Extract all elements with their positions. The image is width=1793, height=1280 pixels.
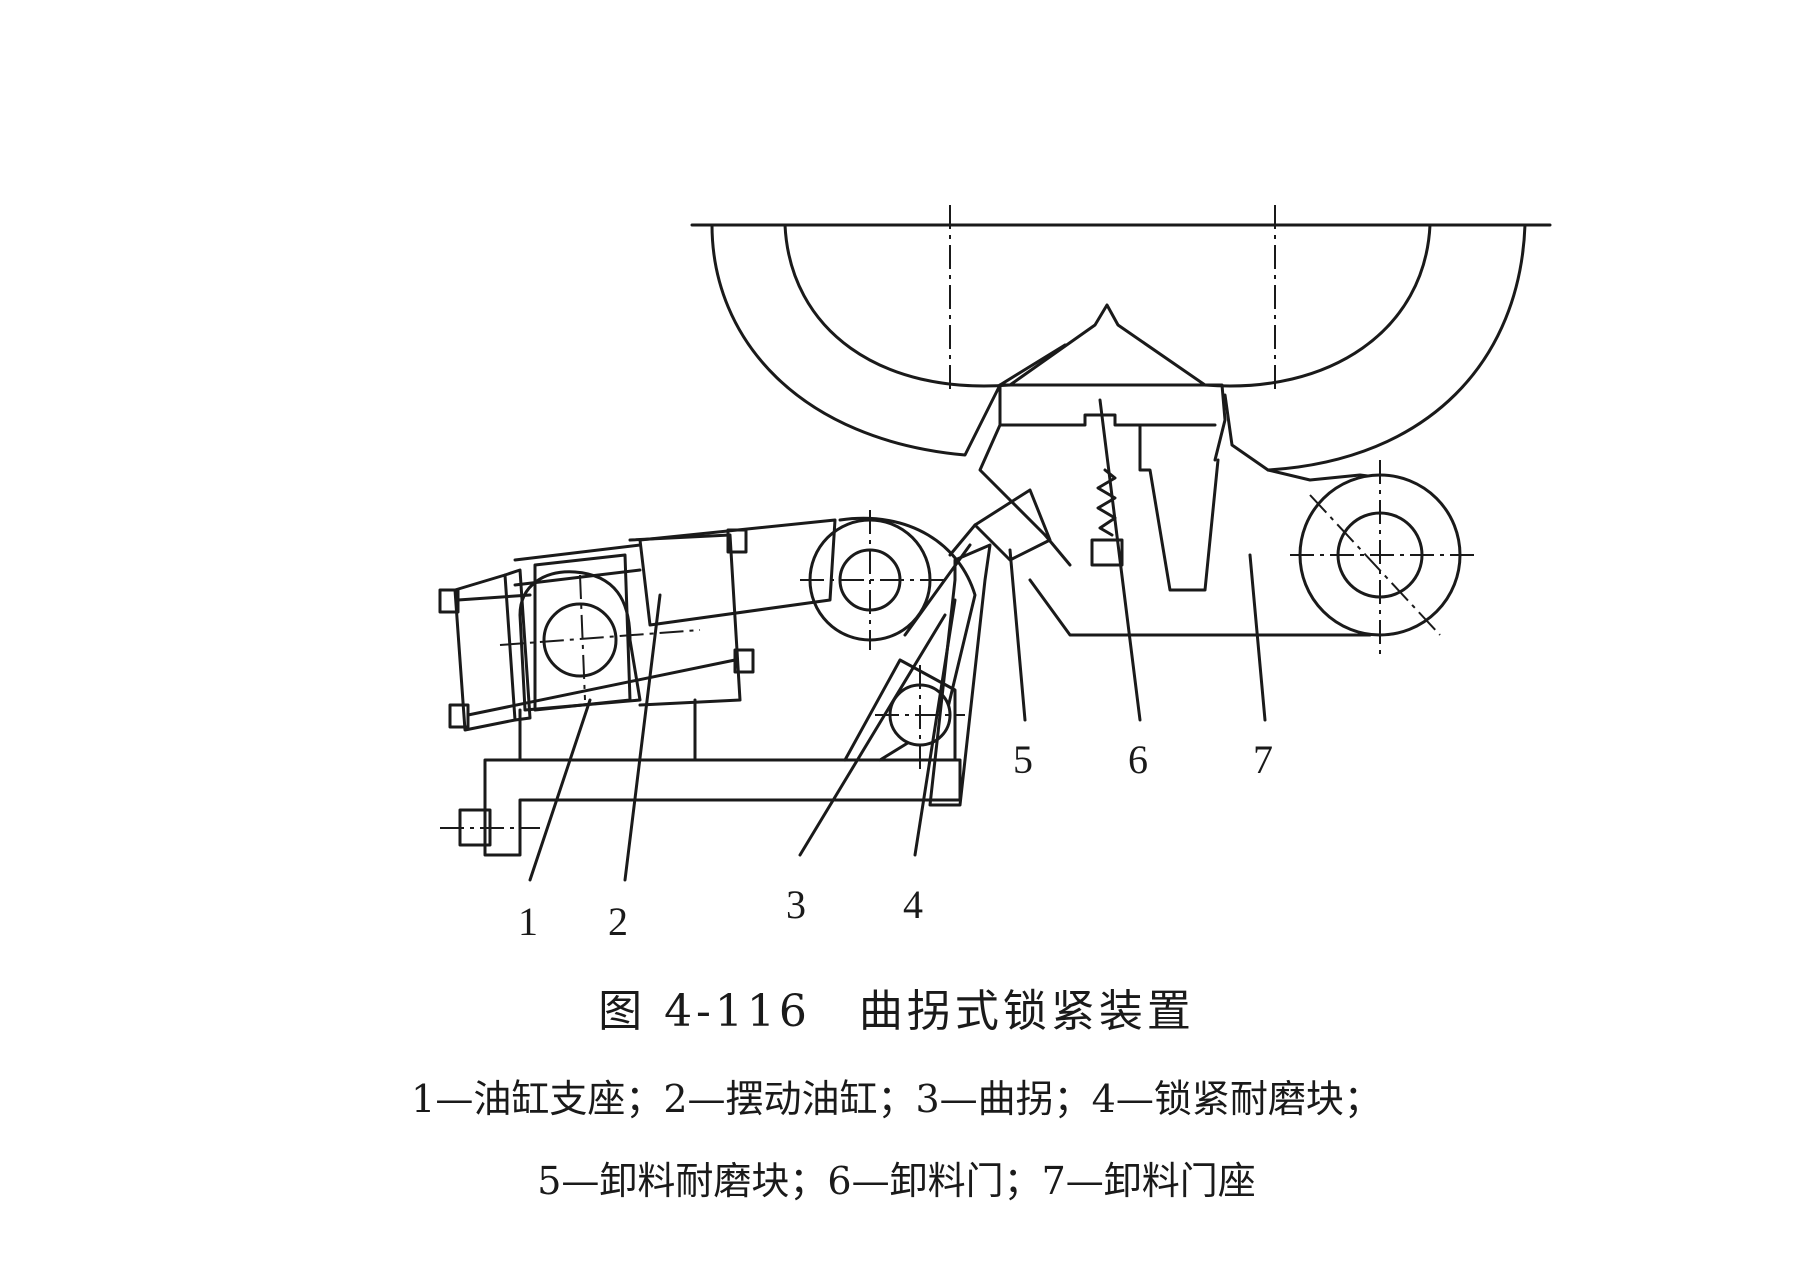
label-part-3: 3 [786,882,806,927]
label-part-5: 5 [1013,737,1033,782]
base-frame [440,758,962,857]
oil-cylinder-support [438,528,755,762]
label-part-4: 4 [903,882,923,927]
label-part-7: 7 [1253,737,1273,782]
discharge-door-seat [1028,460,1475,660]
part-labels: 1 2 3 4 5 6 7 [518,737,1273,944]
figure-legend-line-1: 1—油缸支座；2—摆动油缸；3—曲拐；4—锁紧耐磨块； [411,1077,1382,1121]
leader-lines [528,398,1267,882]
hopper-body [690,223,1552,472]
label-part-6: 6 [1128,737,1148,782]
label-part-1: 1 [518,899,538,944]
figure-legend-line-2: 5—卸料耐磨块；6—卸料门；7—卸料门座 [537,1159,1256,1203]
label-part-2: 2 [608,899,628,944]
crank-linkage [800,488,1052,807]
figure-title: 图 4-116 曲拐式锁紧装置 [598,986,1195,1037]
